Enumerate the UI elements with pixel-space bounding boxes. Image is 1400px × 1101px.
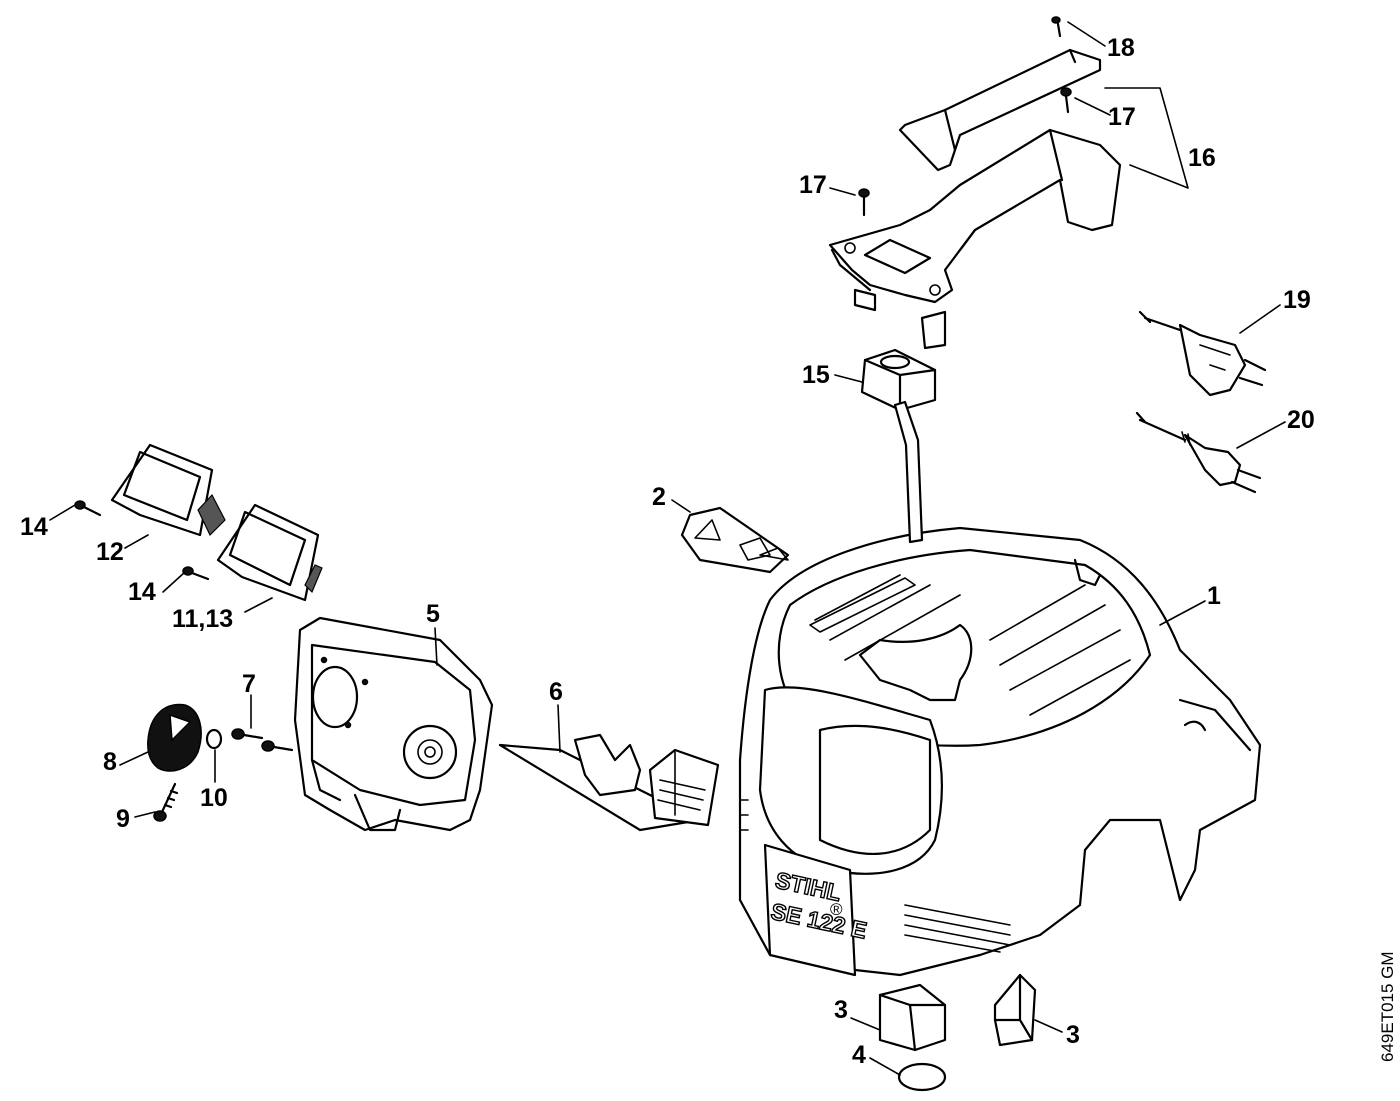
callout-18: 18 xyxy=(1107,34,1135,62)
callout-20: 20 xyxy=(1287,406,1315,434)
part-washer xyxy=(205,728,223,750)
part-screw-9 xyxy=(153,782,179,822)
callout-5: 5 xyxy=(426,600,440,628)
callout-14-left: 14 xyxy=(20,513,48,541)
part-screw-17a xyxy=(858,188,870,217)
leader-lines xyxy=(49,21,1286,1076)
part-o-ring xyxy=(897,1062,947,1092)
part-power-plug-20 xyxy=(1135,411,1262,494)
callout-17-right: 17 xyxy=(1108,103,1136,131)
callout-15: 15 xyxy=(802,361,830,389)
callout-12: 12 xyxy=(96,538,124,566)
callout-2: 2 xyxy=(652,483,666,511)
callout-16: 16 xyxy=(1188,144,1216,172)
part-screw-7 xyxy=(231,728,294,752)
callout-9: 9 xyxy=(116,805,130,833)
part-control-panel xyxy=(293,616,494,832)
part-plug-module-11-13 xyxy=(216,503,323,602)
callout-3-left: 3 xyxy=(834,996,848,1024)
callout-3-right: 3 xyxy=(1066,1021,1080,1049)
callout-4: 4 xyxy=(852,1041,866,1069)
part-screw-17b xyxy=(1060,87,1072,114)
callout-19: 19 xyxy=(1283,286,1311,314)
part-screw-14a xyxy=(74,500,102,517)
callout-8: 8 xyxy=(103,748,117,776)
callout-1: 1 xyxy=(1207,582,1221,610)
callout-10: 10 xyxy=(200,784,228,812)
callout-7: 7 xyxy=(242,670,256,698)
part-bracket-right xyxy=(993,973,1037,1047)
callout-17-left: 17 xyxy=(799,171,827,199)
registered-mark: ® xyxy=(830,900,843,919)
part-switch-board xyxy=(498,733,720,832)
part-screw-14b xyxy=(182,566,210,581)
part-housing: STIHL SE 122 E ® xyxy=(738,526,1262,977)
part-switch-with-cable xyxy=(860,348,937,544)
part-knob xyxy=(147,703,202,772)
part-warning-label xyxy=(680,506,790,574)
part-handle-assembly xyxy=(828,48,1189,350)
part-screw-18 xyxy=(1051,16,1062,38)
drawing-code: 649ET015 GM xyxy=(1378,951,1397,1062)
callout-labels: 1 2 3 3 4 5 6 7 8 9 10 11,13 12 14 14 15… xyxy=(20,34,1315,1069)
callout-14-right: 14 xyxy=(128,578,156,606)
part-plug-module-12 xyxy=(110,443,226,537)
part-power-plug-19 xyxy=(1138,310,1267,397)
callout-11-13: 11,13 xyxy=(172,605,233,633)
callout-6: 6 xyxy=(549,678,563,706)
part-bracket-left xyxy=(878,983,947,1052)
